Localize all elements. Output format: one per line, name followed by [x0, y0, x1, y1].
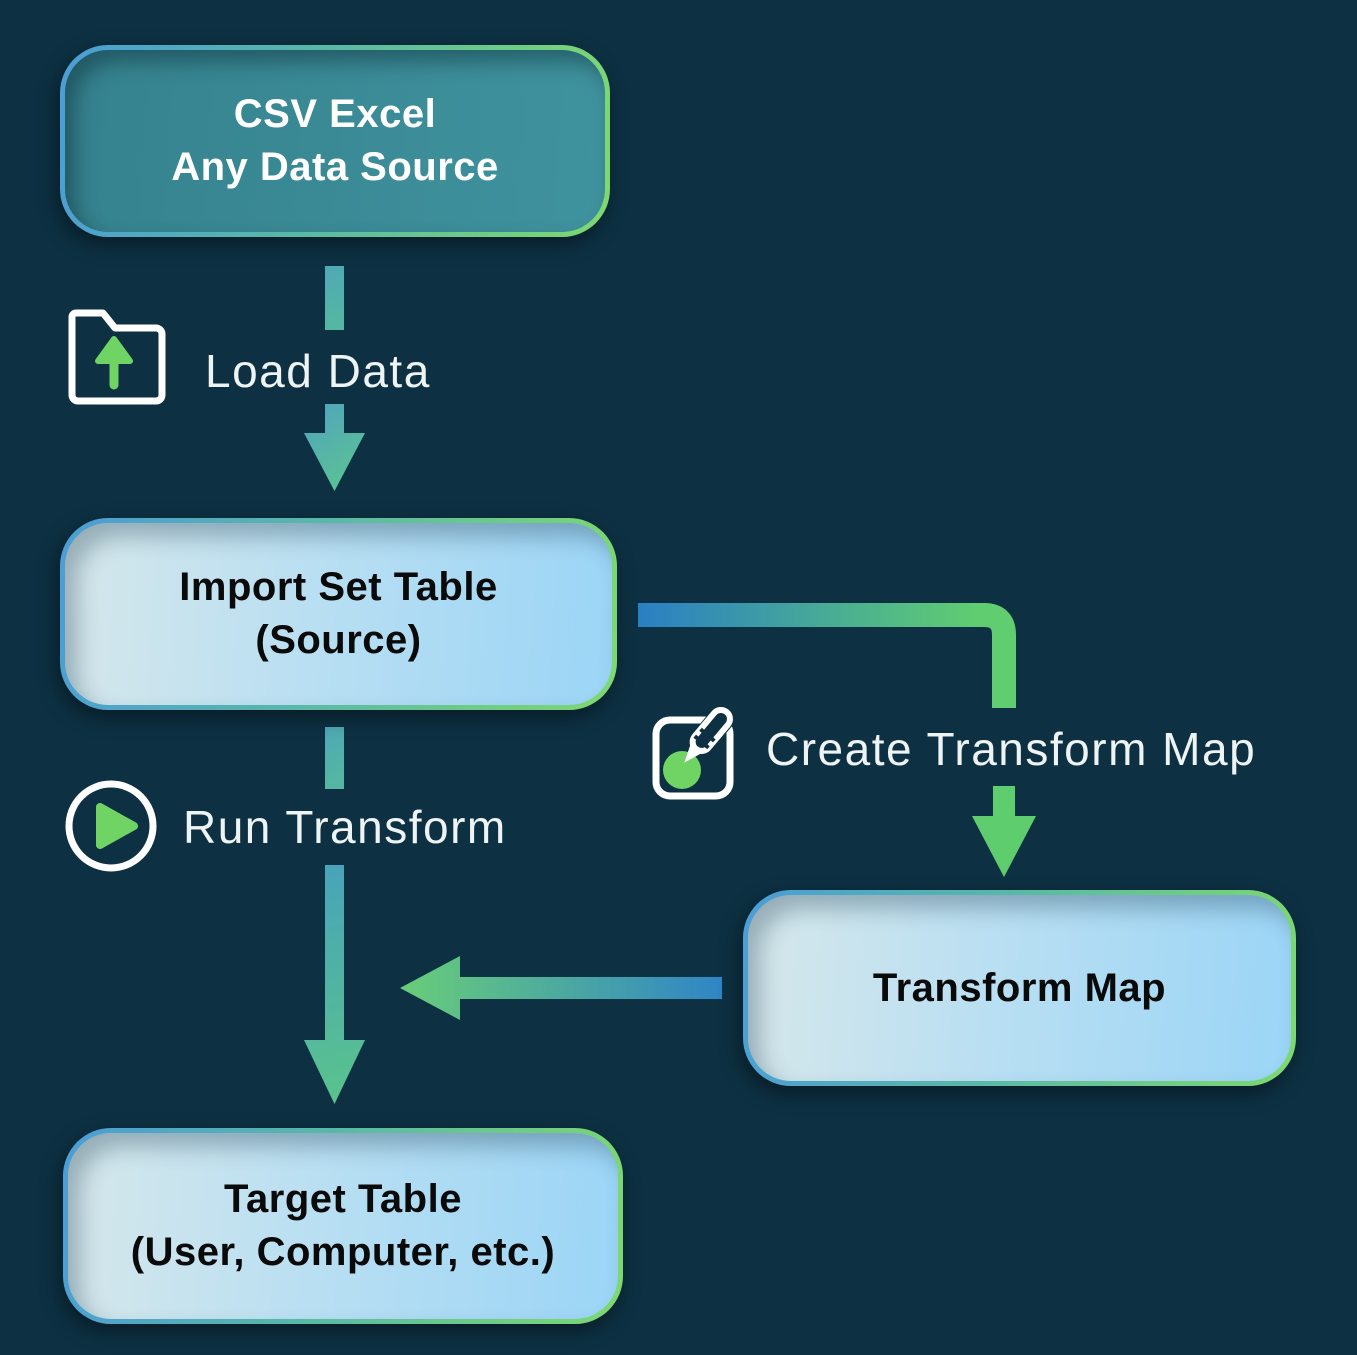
node-data-source-line2: Any Data Source: [171, 145, 499, 189]
arrow-back-to-run: [400, 956, 722, 1020]
node-data-source: CSV Excel Any Data Source: [60, 45, 610, 237]
node-target-table: Target Table (User, Computer, etc.): [63, 1128, 623, 1324]
load-data-label: Load Data: [205, 345, 431, 397]
node-import-set-line1: Import Set Table: [179, 565, 498, 610]
create-transform-map-label: Create Transform Map: [766, 723, 1257, 775]
arrow-load-stub: [325, 266, 344, 330]
paint-brush-icon: [652, 700, 745, 800]
play-icon: [65, 780, 157, 872]
node-transform-map: Transform Map: [743, 890, 1296, 1086]
arrow-run-stub: [325, 727, 344, 789]
arrow-create-elbow: [638, 603, 1016, 708]
arrow-load-head: [304, 404, 365, 491]
node-data-source-line1: CSV Excel: [233, 92, 437, 137]
run-transform-label: Run Transform: [183, 801, 507, 853]
folder-upload-icon: [68, 309, 166, 405]
node-transform-map-line1: Transform Map: [872, 965, 1167, 1010]
arrow-run-shaft-head: [304, 865, 365, 1104]
node-target-table-line2: (User, Computer, etc.): [130, 1230, 556, 1274]
node-target-table-line1: Target Table: [224, 1177, 462, 1222]
arrow-create-head: [972, 786, 1036, 877]
node-import-set-line2: (Source): [255, 618, 422, 662]
node-import-set-table: Import Set Table (Source): [60, 518, 617, 710]
